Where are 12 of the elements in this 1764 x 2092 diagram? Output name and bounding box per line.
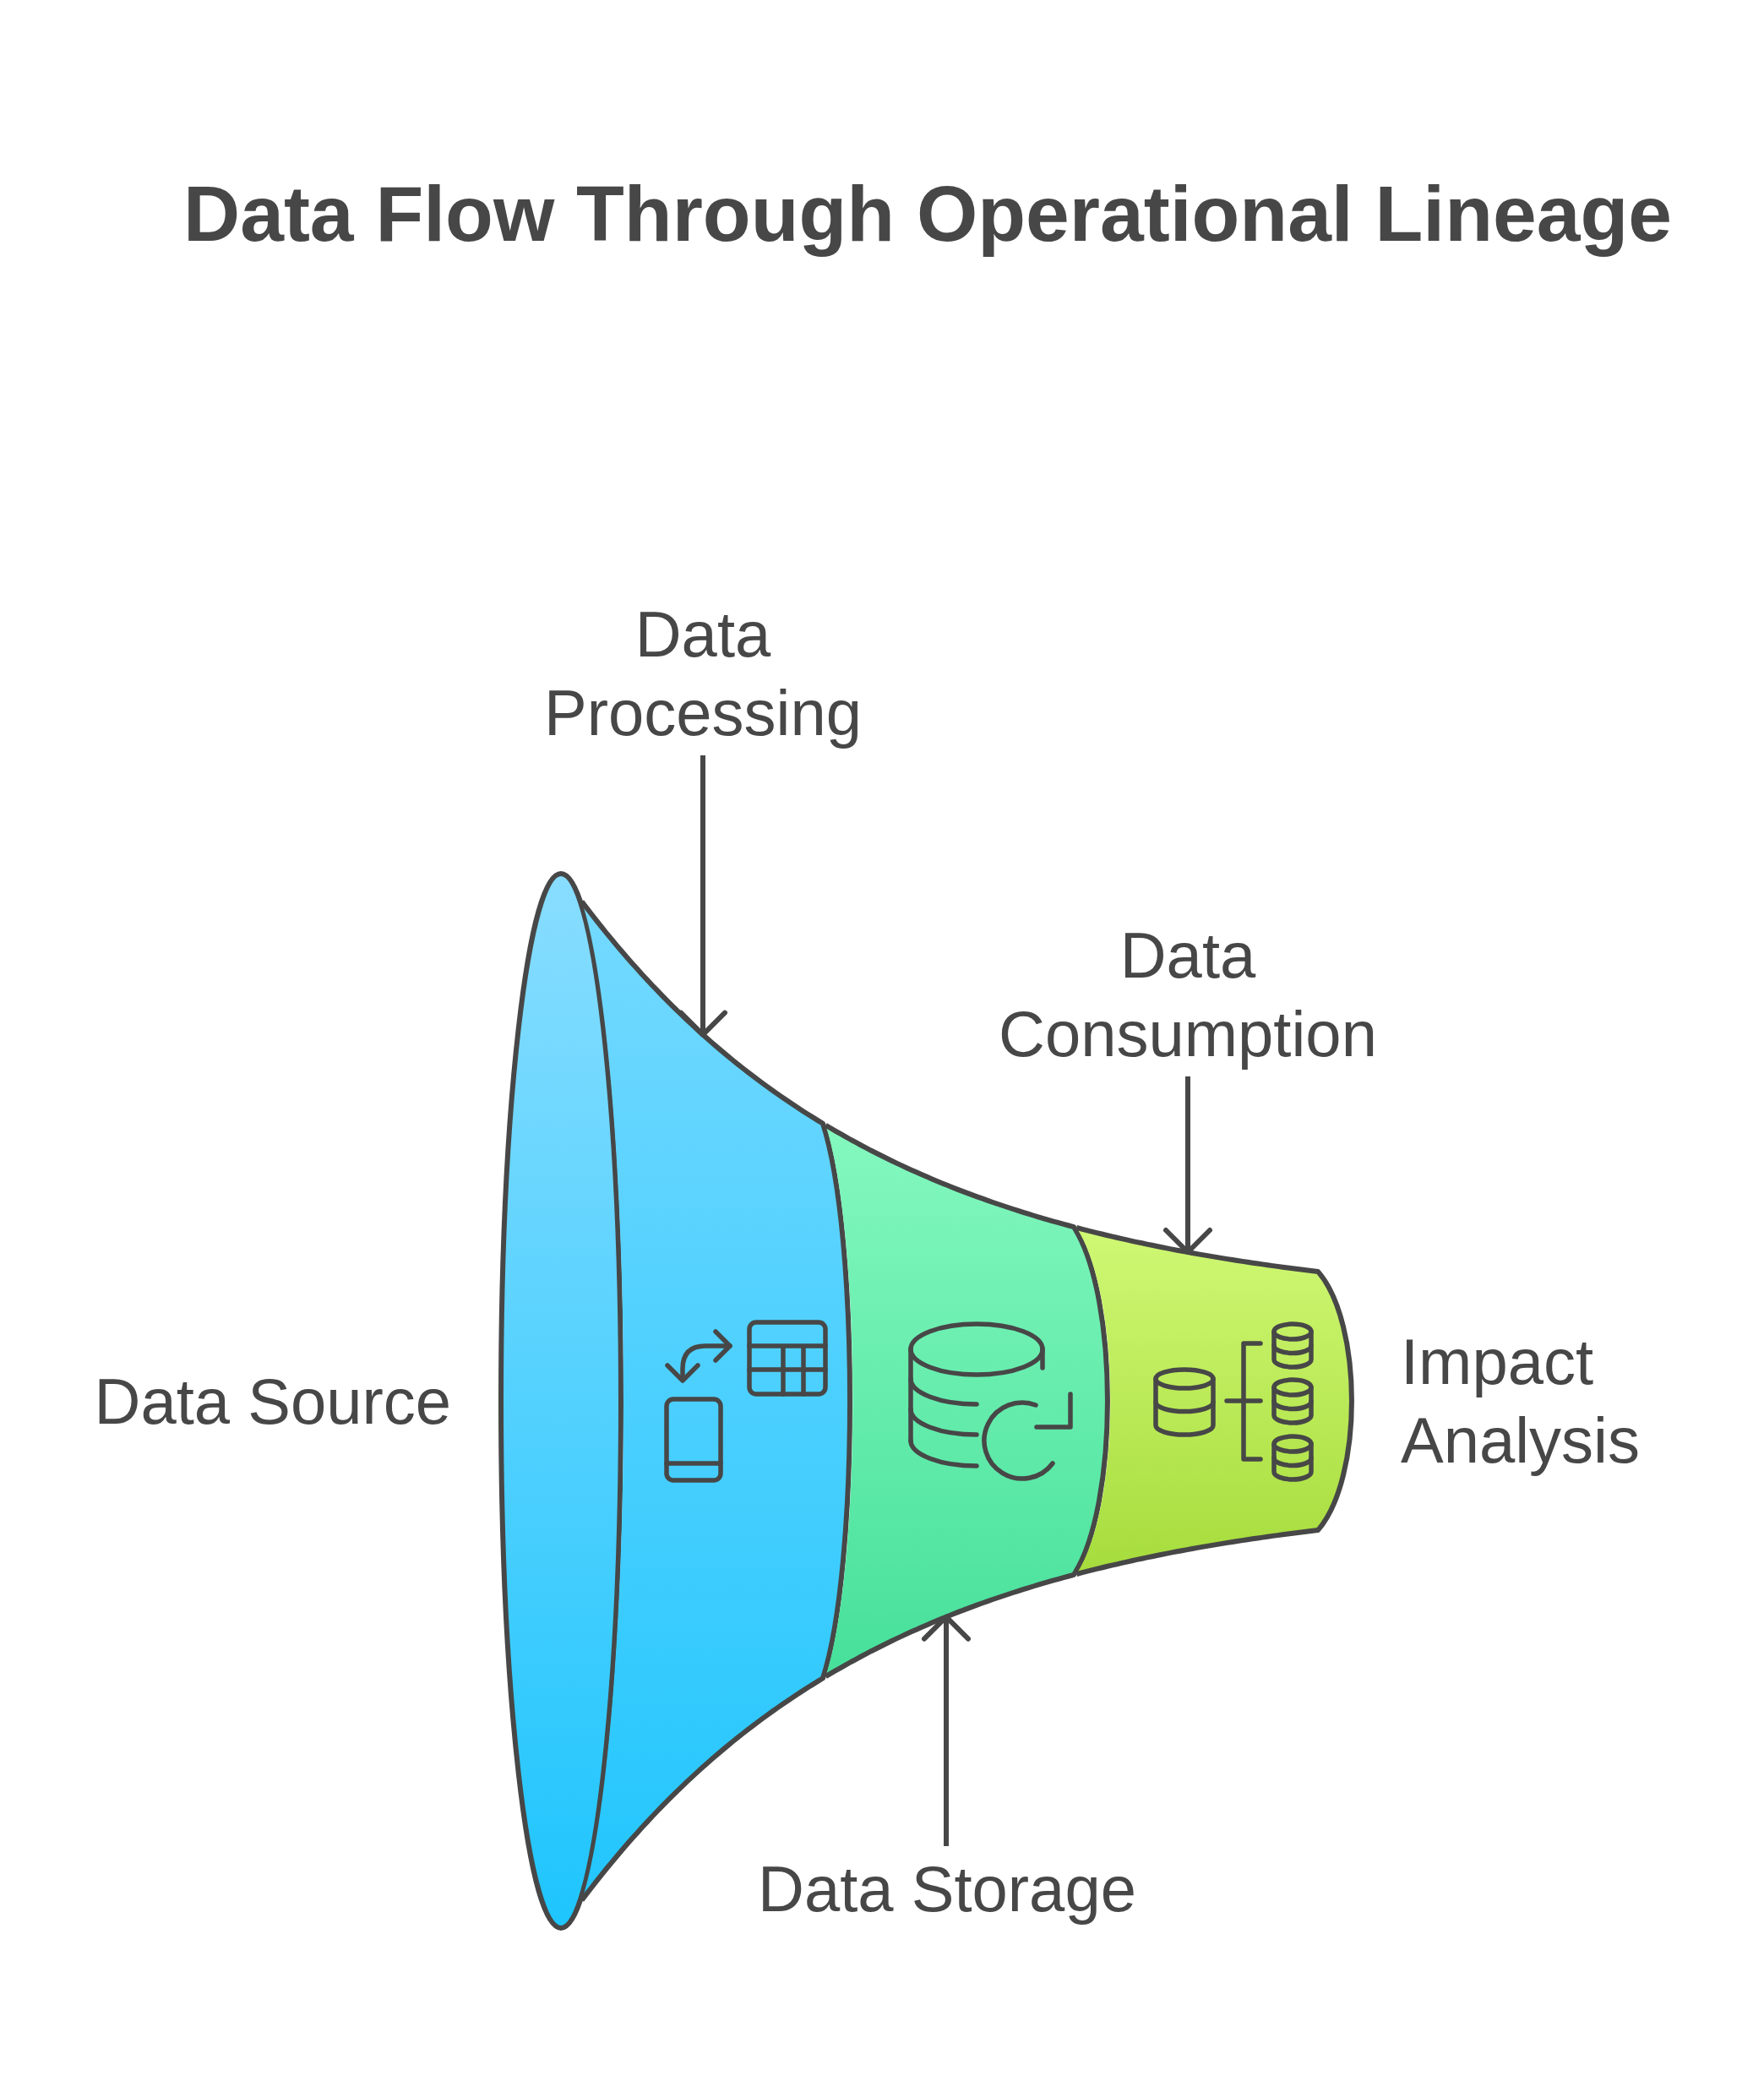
stage-label: Data Processing [544, 595, 862, 752]
funnel-rim [498, 871, 623, 1931]
stage-label: Data Storage [758, 1850, 1136, 1928]
leader-arrow [1163, 1076, 1212, 1255]
funnel-segment [824, 1123, 1110, 1679]
stage-label: Impact Analysis [1401, 1325, 1640, 1478]
leader-arrow [922, 1614, 971, 1846]
leader-arrow [678, 755, 727, 1038]
title: Data Flow Through Operational Lineage [183, 169, 1672, 259]
stage-label: Data Consumption [999, 916, 1377, 1073]
funnel-segment [1075, 1225, 1354, 1577]
stage-label: Data Source [94, 1365, 451, 1439]
